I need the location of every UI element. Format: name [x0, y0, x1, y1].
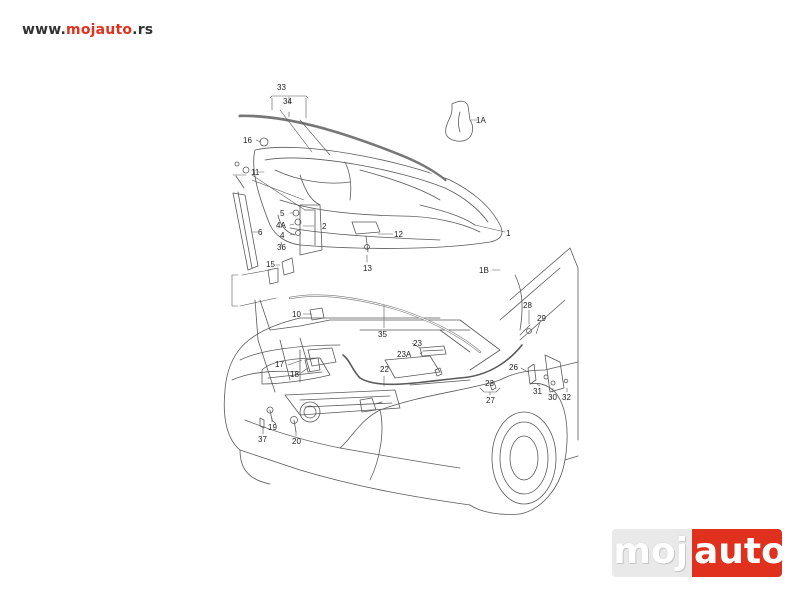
mounting-bolts [259, 406, 298, 433]
watermark-logo: moj auto [612, 527, 786, 579]
site-url-brand: mojauto [66, 22, 133, 38]
hood-striker [351, 221, 381, 253]
callout-23a: 23A [397, 350, 412, 359]
cable-clip [419, 345, 497, 391]
touch-up-paint-bottle [445, 100, 474, 142]
callout-32: 32 [562, 393, 571, 402]
callout-labels: 33 34 16 11 5 4A 4 2 6 36 15 1A 1 12 13 … [243, 83, 571, 446]
callout-31: 31 [533, 387, 542, 396]
callout-36: 36 [277, 243, 286, 252]
hood-lock [299, 347, 337, 383]
callout-13: 13 [363, 264, 372, 273]
callout-18: 18 [290, 370, 299, 379]
release-cable-front [288, 294, 482, 354]
callout-23-second: 23 [485, 379, 494, 388]
callout-5: 5 [280, 209, 285, 218]
callout-4a: 4A [276, 221, 286, 230]
leader-lines [231, 95, 568, 437]
callout-6: 6 [258, 228, 263, 237]
callout-11: 11 [251, 168, 260, 177]
watermark-logo-part2: auto [692, 529, 786, 577]
car-body-outline [223, 247, 579, 515]
callout-20: 20 [292, 437, 301, 446]
callout-29: 29 [537, 314, 546, 323]
callout-22: 22 [380, 365, 389, 374]
site-url-suffix: .rs [132, 22, 154, 38]
callout-1b: 1B [479, 266, 489, 275]
callout-4: 4 [280, 231, 285, 240]
callout-37: 37 [258, 435, 267, 444]
watermark-logo-part1: moj [612, 529, 692, 577]
callout-30: 30 [548, 393, 557, 402]
callout-2: 2 [322, 222, 327, 231]
callout-27: 27 [486, 396, 495, 405]
callout-1a: 1A [476, 116, 486, 125]
site-url[interactable]: www.mojauto.rs [22, 22, 153, 38]
hood-seal-strip [238, 114, 447, 183]
callout-1: 1 [506, 229, 511, 238]
callout-35: 35 [378, 330, 387, 339]
release-cable-rear [342, 324, 569, 393]
site-url-prefix: www. [22, 22, 67, 38]
callout-34: 34 [283, 97, 292, 106]
callout-19: 19 [268, 423, 277, 432]
gas-strut [232, 161, 259, 271]
callout-12: 12 [394, 230, 403, 239]
misc-clips [242, 137, 325, 321]
callout-28: 28 [523, 301, 532, 310]
callout-23: 23 [413, 339, 422, 348]
hood [253, 146, 503, 249]
callout-33: 33 [277, 83, 286, 92]
callout-17: 17 [275, 360, 284, 369]
callout-15: 15 [266, 260, 275, 269]
callout-26: 26 [509, 363, 518, 372]
callout-10: 10 [292, 310, 301, 319]
callout-16: 16 [243, 136, 252, 145]
